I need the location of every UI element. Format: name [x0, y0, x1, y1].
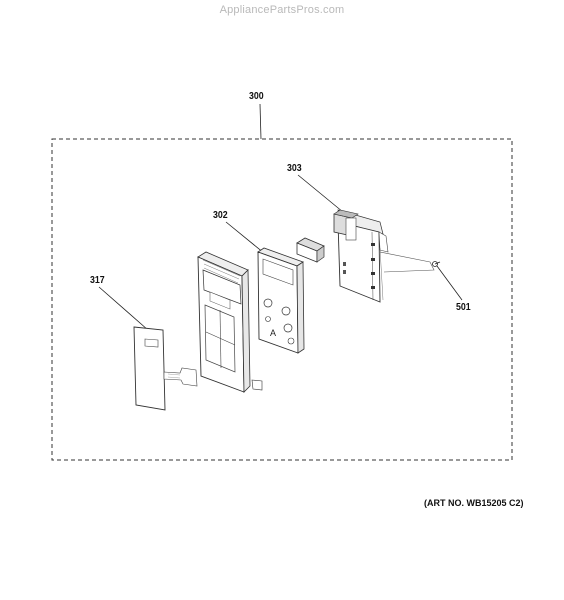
svg-text:A: A	[270, 328, 276, 338]
callout-501: 501	[456, 302, 471, 313]
part-317-membrane-keypad	[133, 326, 198, 411]
leader-300	[259, 103, 262, 140]
watermark: AppliancePartsPros.com	[219, 4, 345, 16]
part-302-bracket: A	[257, 247, 305, 354]
art-number: (ART NO. WB15205 C2)	[424, 498, 524, 508]
control-panel-frame	[197, 251, 263, 393]
leader-303	[297, 174, 344, 213]
callout-317: 317	[90, 275, 105, 286]
leader-501	[436, 265, 463, 301]
connector-clip	[296, 237, 325, 263]
callout-302: 302	[213, 210, 228, 221]
callout-303: 303	[287, 163, 302, 174]
part-303-control-board	[333, 209, 435, 303]
part-501-screw	[432, 261, 441, 267]
callout-300: 300	[249, 91, 264, 102]
leader-317	[98, 286, 149, 331]
assembly-boundary	[51, 138, 513, 461]
